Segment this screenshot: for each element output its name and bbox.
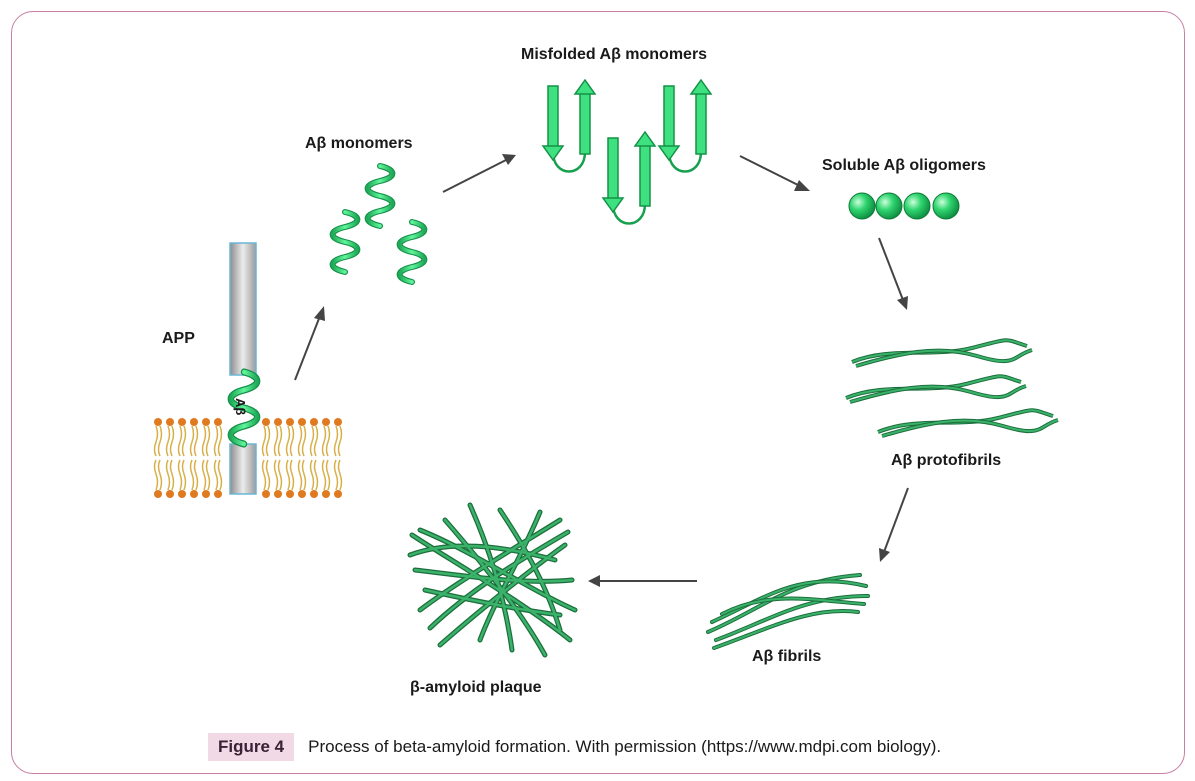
figure-caption: Figure 4 Process of beta-amyloid formati… bbox=[208, 732, 941, 762]
lipid-bilayer-right bbox=[261, 417, 343, 499]
label-amyloid-plaque: β-amyloid plaque bbox=[410, 679, 542, 696]
label-soluble-oligomers: Soluble Aβ oligomers bbox=[822, 157, 986, 174]
ab-monomer-helices bbox=[333, 166, 425, 282]
arrow-misfolded-to-oligomers bbox=[739, 155, 810, 191]
figure-number-tag: Figure 4 bbox=[208, 733, 295, 761]
lipid-bilayer-left bbox=[153, 417, 223, 499]
app-membrane-group bbox=[153, 242, 343, 499]
label-misfolded-monomers: Misfolded Aβ monomers bbox=[521, 46, 707, 63]
misfolded-hairpins bbox=[541, 78, 713, 225]
amyloid-plaque bbox=[407, 502, 578, 658]
label-ab-monomers: Aβ monomers bbox=[305, 135, 413, 152]
label-app: APP bbox=[162, 330, 195, 347]
arrow-fibrils-to-plaque bbox=[588, 575, 697, 587]
arrow-protofibrils-to-fibrils bbox=[879, 487, 909, 562]
arrow-monomers-to-misfolded bbox=[442, 154, 516, 193]
label-ab-protofibrils: Aβ protofibrils bbox=[891, 452, 1001, 469]
app-protein-upper bbox=[229, 242, 257, 376]
protofibril-strands bbox=[844, 338, 1060, 438]
arrow-app-to-monomers bbox=[294, 306, 325, 381]
oligomer-spheres bbox=[848, 192, 960, 220]
app-protein-lower bbox=[229, 443, 257, 495]
arrow-oligomers-to-protofibrils bbox=[878, 237, 908, 310]
label-ab-fibrils: Aβ fibrils bbox=[752, 648, 821, 665]
figure-frame bbox=[11, 11, 1185, 774]
label-ab-membrane: Aβ bbox=[233, 398, 248, 415]
fibril-bundle bbox=[706, 573, 870, 650]
figure-caption-text: Process of beta-amyloid formation. With … bbox=[308, 737, 942, 756]
